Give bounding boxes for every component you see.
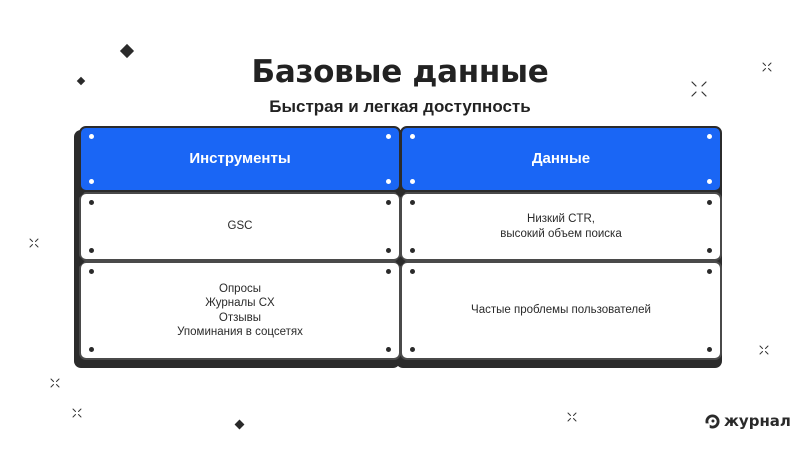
slide-title: Базовые данные xyxy=(251,54,549,90)
header-label: Данные xyxy=(531,149,591,167)
corner-dot xyxy=(89,200,94,205)
sparkle-icon xyxy=(72,408,82,418)
corner-dot xyxy=(410,134,415,139)
comparison-table: Инструменты Данные GSC Низкий CTR, высок… xyxy=(74,126,722,368)
corner-dot xyxy=(707,179,712,184)
slide-subtitle: Быстрая и легкая доступность xyxy=(269,97,531,116)
cell-text: GSC xyxy=(227,220,253,233)
corner-dot xyxy=(410,347,415,352)
corner-dot xyxy=(707,134,712,139)
corner-dot xyxy=(410,179,415,184)
corner-dot xyxy=(89,269,94,274)
table-cell: Низкий CTR, высокий объем поиска xyxy=(400,192,722,261)
header-label: Инструменты xyxy=(189,149,291,167)
corner-dot xyxy=(410,269,415,274)
journal-logo-icon xyxy=(705,413,720,429)
sparkle-icon xyxy=(567,412,577,422)
corner-dot xyxy=(386,200,391,205)
sparkle-icon xyxy=(29,238,39,248)
corner-dot xyxy=(386,347,391,352)
sparkle-icon xyxy=(50,378,60,388)
corner-dot xyxy=(707,200,712,205)
corner-dot xyxy=(89,179,94,184)
sparkle-icon xyxy=(690,80,708,98)
brand-logo: журнал xyxy=(705,412,791,430)
sparkle-icon xyxy=(762,62,772,72)
sparkle-icon xyxy=(759,345,769,355)
corner-dot xyxy=(386,134,391,139)
table-cell: Частые проблемы пользователей xyxy=(400,261,722,360)
corner-dot xyxy=(410,200,415,205)
table-cell: GSC xyxy=(79,192,401,261)
corner-dot xyxy=(707,248,712,253)
corner-dot xyxy=(89,347,94,352)
cell-text: Частые проблемы пользователей xyxy=(471,304,651,317)
cell-text: Низкий CTR, высокий объем поиска xyxy=(500,213,622,240)
corner-dot xyxy=(89,134,94,139)
brand-name: журнал xyxy=(724,412,791,430)
corner-dot xyxy=(89,248,94,253)
table-cell: Опросы Журналы CX Отзывы Упоминания в со… xyxy=(79,261,401,360)
diamond-icon xyxy=(234,419,245,430)
corner-dot xyxy=(410,248,415,253)
corner-dot xyxy=(386,248,391,253)
table-header-tools: Инструменты xyxy=(79,126,401,192)
corner-dot xyxy=(707,269,712,274)
cell-text: Опросы Журналы CX Отзывы Упоминания в со… xyxy=(177,282,303,339)
corner-dot xyxy=(386,179,391,184)
corner-dot xyxy=(707,347,712,352)
table-header-data: Данные xyxy=(400,126,722,192)
corner-dot xyxy=(386,269,391,274)
